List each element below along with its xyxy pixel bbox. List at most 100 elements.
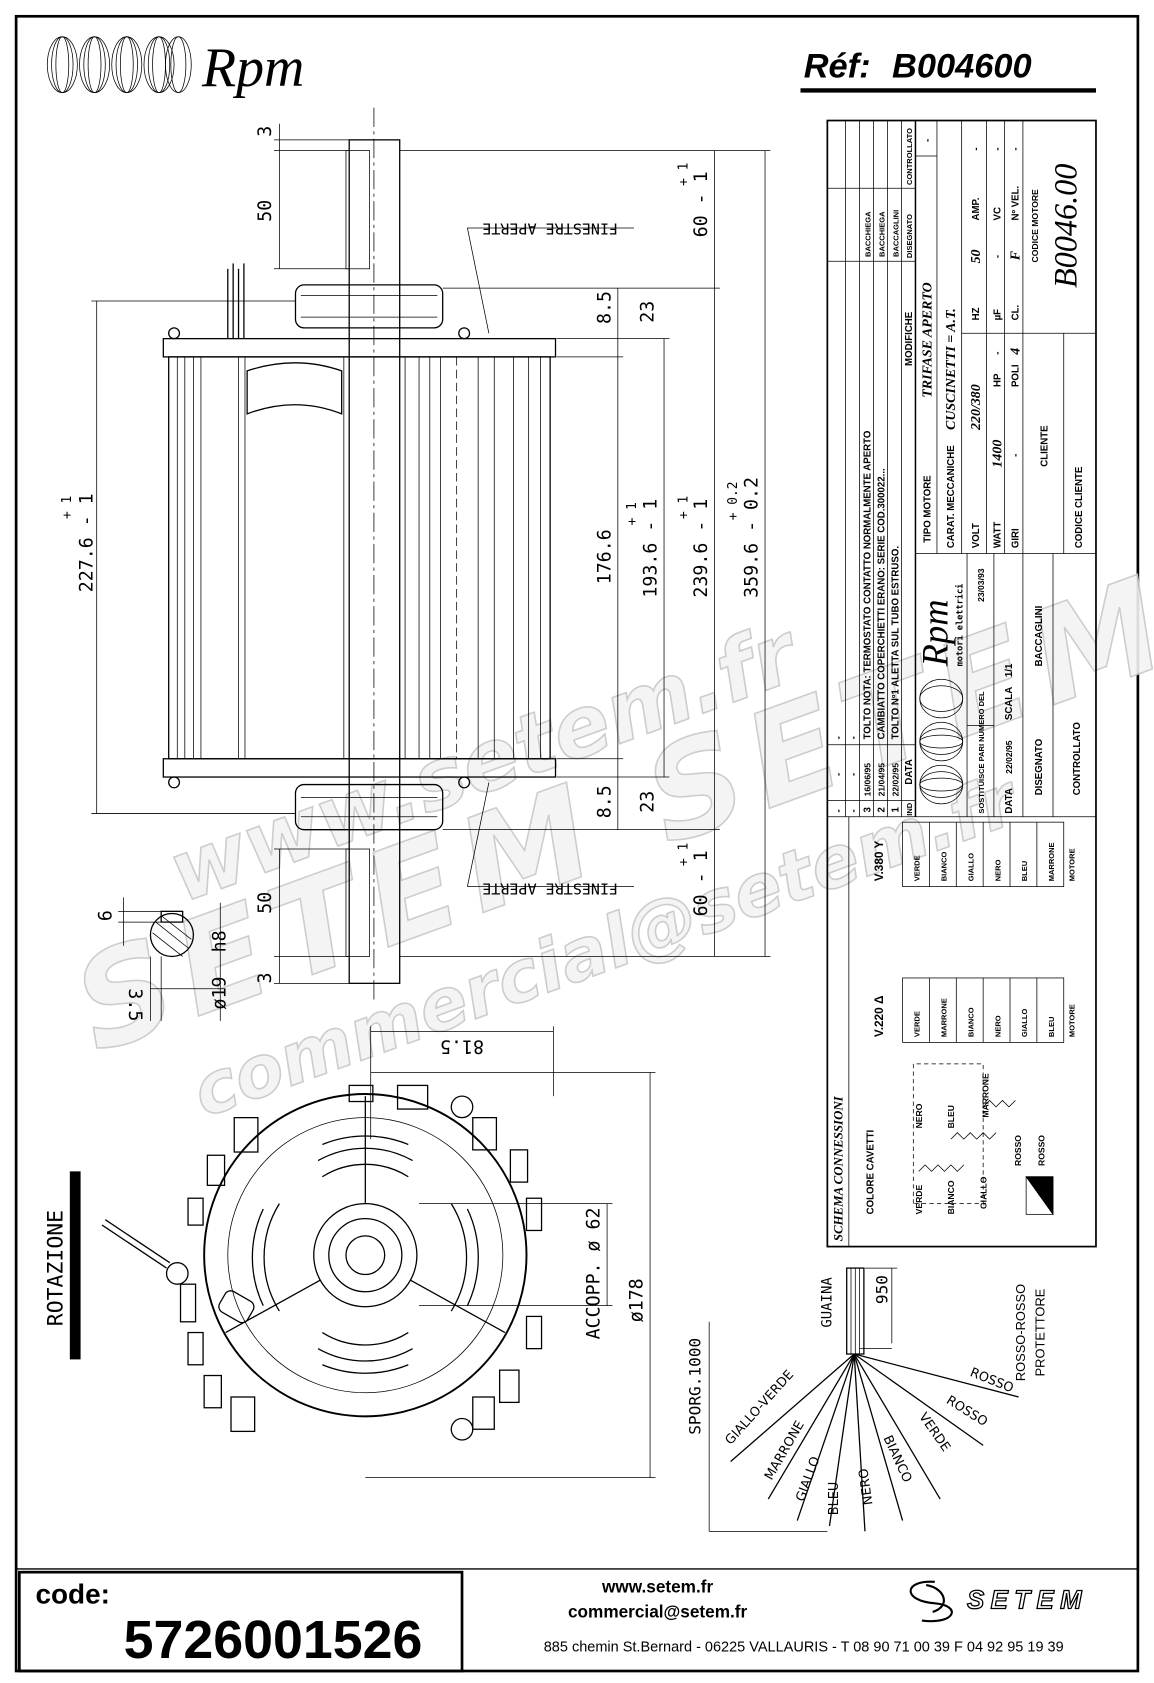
v380-terminal: NERO <box>993 859 1002 881</box>
scale-value: 1/1 <box>1004 663 1015 677</box>
rev-text: CAMBIATTO COPERCHIETTI ERANO: SERIE COD.… <box>876 468 887 739</box>
dim-total-length-tol: + 0.2 <box>726 482 741 521</box>
vel-label: Nº VEL. <box>1011 185 1022 220</box>
dim-shaft-gap-bottom: 3 <box>255 972 276 983</box>
drawn-label: DISEGNATO <box>1034 738 1045 795</box>
dim-flange-bottom: 8.5 <box>594 785 615 818</box>
v220-label: V.220 Δ <box>872 996 886 1038</box>
v380-terminal: BLEU <box>1020 861 1029 881</box>
key-depth: 3.5 <box>124 988 145 1021</box>
rotation-bar <box>69 1171 81 1360</box>
shaft-fit: h8 <box>210 930 231 952</box>
rotation-label: ROTAZIONE <box>43 1210 68 1326</box>
cable-overhang: SPORG.1000 <box>686 1338 705 1435</box>
v220-terminal: BIANCO <box>966 1007 975 1037</box>
winding-label: MARRONE <box>981 1073 991 1118</box>
watt-value: 1400 <box>990 440 1005 468</box>
cable-wires <box>730 1353 1019 1532</box>
rev-text: TOLTO Nº1 ALETTA SUL TUBO ESTRUSO. <box>890 546 901 740</box>
footer-address: 885 chemin St.Bernard - 06225 VALLAURIS … <box>544 1640 1064 1656</box>
rev-date: 22/02/95 <box>890 763 900 797</box>
drawn-value: BACCAGLINI <box>1034 605 1045 666</box>
v380-terminal: GIALLO <box>966 853 975 882</box>
rev-date: - <box>833 773 844 776</box>
rev-ind: - <box>833 809 844 812</box>
footer-email[interactable]: commercial@setem.fr <box>568 1601 747 1621</box>
v380-motor-label: MOTORE <box>1067 848 1076 881</box>
motor-side-view: 3 50 227.6 - 1 + 1 176.6 193.6 - 1 + 1 2… <box>60 107 771 1000</box>
dim-shaft-length-bottom: 50 <box>255 892 276 914</box>
colors-label: COLORE CAVETTI <box>866 1129 877 1214</box>
end-plate-top <box>162 337 557 358</box>
window-label-bottom: FINESTRE APERTE <box>482 879 618 897</box>
setem-swirl-icon <box>909 1580 953 1623</box>
rpm-logo: Rpm <box>46 36 304 99</box>
shaft-section: 6 h8 ø19 3.5 <box>96 897 231 1021</box>
connection-schema: SCHEMA CONNESSIONI COLORE CAVETTI NERO B… <box>831 816 1076 1247</box>
protector-label-2: PROTETTORE <box>1032 1288 1047 1376</box>
protector-label-1: ROSSO-ROSSO <box>1013 1284 1028 1381</box>
vel-value: - <box>1011 147 1022 150</box>
mech-value: CUSCINETTI = A.T. <box>944 308 959 430</box>
winding-label: VERDE <box>914 1185 924 1215</box>
v220-terminal: GIALLO <box>1020 1009 1029 1038</box>
hz-label: HZ <box>971 307 982 320</box>
title-block: - - - - - - 3 16/06/95 TOLTO NOTA: TERMO… <box>826 119 1097 1248</box>
uf-label: µF <box>992 309 1003 321</box>
motor-code: B0046.00 <box>1048 164 1084 288</box>
reference-label: Réf:B004600 <box>804 48 1032 86</box>
client-code-label: CODICE CLIENTE <box>1074 466 1085 548</box>
rev-header-drawn: DISEGNATO <box>905 214 914 258</box>
winding-symbol <box>912 1063 1054 1216</box>
bearing-cap-top <box>294 284 444 329</box>
bearing-cap-bottom <box>294 783 444 831</box>
rev-ind: 1 <box>890 806 901 812</box>
dimension-lines <box>91 123 771 984</box>
amp-value: - <box>971 147 982 150</box>
footer-website[interactable]: www.setem.fr <box>601 1577 713 1597</box>
dim-shaft-bottom: 60 - 1 <box>691 850 712 916</box>
date-value: 22/02/95 <box>1004 740 1014 774</box>
wire-label: VERDE <box>915 1410 952 1455</box>
open-window <box>246 362 343 415</box>
volt-label: VOLT <box>971 523 982 548</box>
motor-front-view: 81.5 ø178 ACCOPP. ø 62 ROTAZIONE <box>43 1026 656 1478</box>
volt-value: 220/380 <box>969 384 984 431</box>
watermark: www.setem.fr SETEM SETEM commercial@sete… <box>55 545 1154 1135</box>
poli-label: POLI <box>1011 364 1022 387</box>
shaft <box>348 139 401 984</box>
rev-ind: 3 <box>862 806 873 812</box>
wire-label: BLEU <box>827 1482 842 1516</box>
title-block-brand-sub: motori elettrici <box>955 584 966 667</box>
dim-total-length: 359.6 - 0.2 <box>742 477 763 598</box>
v220-terminal: MARRONE <box>940 998 949 1037</box>
hz-value: 50 <box>969 249 984 263</box>
cable-sheath-length: 950 <box>873 1275 892 1304</box>
mech-label: CARAT. MECCANICHE <box>946 445 957 548</box>
dim-shaft-top: 60 - 1 <box>691 171 712 237</box>
wire-label: GIALLO <box>793 1455 823 1504</box>
dim-shaft-top-tol: + 1 <box>677 163 692 186</box>
cooling-fins <box>176 356 541 759</box>
poli-value: 4 <box>1009 348 1024 356</box>
client-label: CLIENTE <box>1040 425 1051 467</box>
window-label-top: FINESTRE APERTE <box>482 220 618 238</box>
rev-ind: 2 <box>876 807 887 812</box>
dim-overall-body-tol: + 1 <box>60 496 75 519</box>
motor-type-extra: - <box>923 139 934 142</box>
hp-label: HP <box>992 373 1003 387</box>
wire-label: ROSSO <box>943 1393 990 1430</box>
dim-shaft-gap-top: 3 <box>255 126 276 137</box>
checked-label: CONTROLLATO <box>1072 722 1083 796</box>
title-block-brand: Rpm <box>915 599 956 667</box>
dim-cap-top: 23 <box>637 301 658 323</box>
code-label: code: <box>35 1578 109 1609</box>
winding-label: BLEU <box>946 1105 956 1128</box>
rev-header-date: DATA <box>904 759 915 784</box>
code-box <box>17 1570 464 1673</box>
scale-label: SCALA <box>1004 687 1015 720</box>
dim-inner-length: 176.6 <box>594 529 615 584</box>
cable-detail: GUAINA 950 SPORG.1000 ROSSO-ROSSO PROTET… <box>686 1267 1047 1532</box>
rev-date: - <box>848 773 859 776</box>
